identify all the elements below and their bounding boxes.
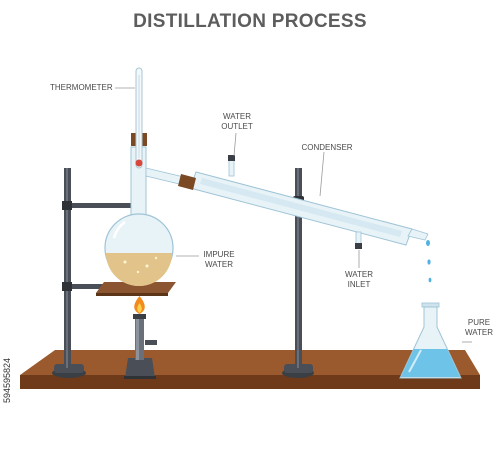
label-impure-water-line1: IMPURE [203,250,235,259]
label-condenser: CONDENSER [301,143,353,153]
label-thermometer-text: THERMOMETER [50,83,113,92]
label-impure-water-line2: WATER [205,260,233,269]
page-title: DISTILLATION PROCESS [133,11,367,32]
label-thermometer: THERMOMETER [50,83,113,93]
receiving-flask [399,302,462,379]
distillate-drops [426,240,432,283]
stock-id-text: 594595824 [2,357,12,403]
label-water-inlet: WATER INLET [341,270,377,290]
label-leaders [115,87,472,343]
label-condenser-text: CONDENSER [301,143,353,152]
heating-plate [96,282,176,296]
label-water-inlet-line1: WATER [345,270,373,279]
condenser [189,155,429,249]
left-retort-stand [52,168,139,378]
thermometer [135,67,143,169]
condenser-stopper [178,174,196,190]
label-water-outlet-line1: WATER [223,112,251,121]
label-water-outlet: WATER OUTLET [219,112,255,132]
distillation-flask [104,146,174,286]
label-water-inlet-line2: INLET [347,280,371,289]
bunsen-burner [124,314,157,379]
flame-icon [134,296,145,314]
label-pure-water-line2: WATER [465,328,493,337]
label-water-outlet-line2: OUTLET [221,122,253,131]
label-pure-water: PURE WATER [462,318,496,338]
label-pure-water-line1: PURE [467,318,491,327]
pure-water-liquid [401,349,460,377]
label-impure-water: IMPURE WATER [200,250,238,270]
